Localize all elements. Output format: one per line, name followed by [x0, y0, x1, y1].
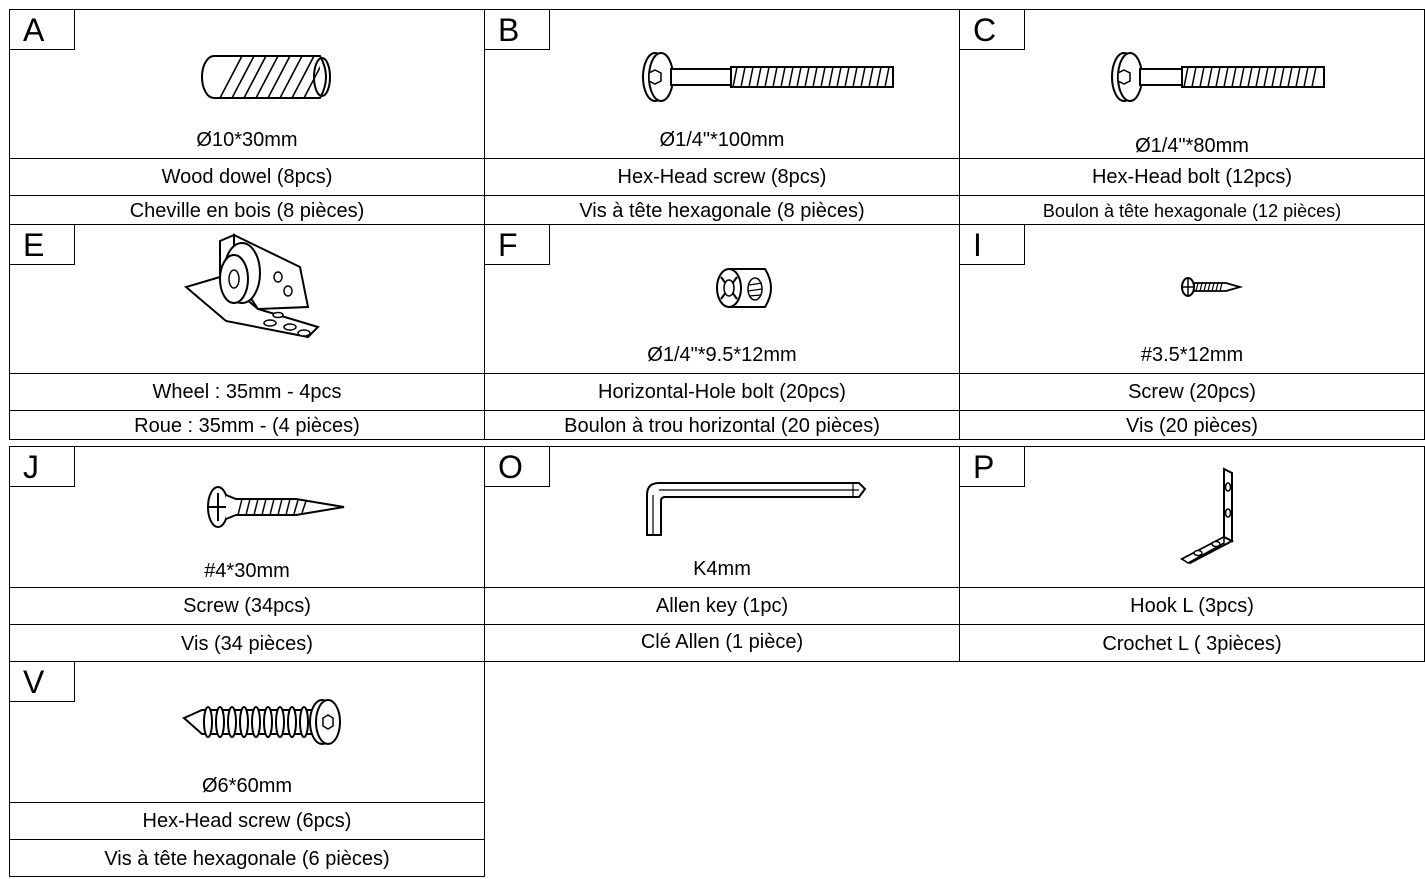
- part-name-fr: Vis à tête hexagonale (6 pièces): [10, 839, 484, 879]
- part-name-en: Hex-Head bolt (12pcs): [960, 158, 1424, 197]
- part-letter: P: [960, 447, 1025, 487]
- part-name-fr: Vis (34 pièces): [10, 624, 484, 664]
- part-v: V Ø6*60mm Hex-Head screw (6pcs) Vis à tê…: [9, 661, 485, 877]
- part-letter: O: [485, 447, 550, 487]
- lag-screw-icon: [130, 670, 430, 766]
- part-a: A Ø10*30mm Wood dowel (8pcs) Cheville en…: [9, 9, 485, 225]
- part-j: J #4*30mm Screw (34pcs) Vis (34 pièces): [9, 446, 485, 662]
- part-name-fr: Boulon à trou horizontal (20 pièces): [485, 410, 959, 442]
- part-letter: C: [960, 10, 1025, 50]
- part-letter: A: [10, 10, 75, 50]
- part-size: #4*30mm: [204, 560, 290, 582]
- part-name-en: Wood dowel (8pcs): [10, 158, 484, 197]
- part-letter: E: [10, 225, 75, 265]
- part-i: I #3.5*12mm Screw (20pcs) Vis (20 pièces…: [959, 224, 1425, 440]
- hex-head-screw-icon: [605, 18, 905, 114]
- allen-key-icon: [605, 455, 905, 551]
- part-name-en: Screw (20pcs): [960, 373, 1424, 412]
- part-name-en: Horizontal-Hole bolt (20pcs): [485, 373, 959, 412]
- part-name-en: Hook L (3pcs): [960, 587, 1424, 626]
- wood-dowel-icon: [130, 18, 430, 114]
- part-name-en: Hex-Head screw (8pcs): [485, 158, 959, 197]
- part-size: Ø1/4"*80mm: [1135, 135, 1249, 157]
- barrel-nut-icon: [605, 233, 905, 329]
- part-c: C Ø1/4"*80mm Hex-Head bolt (12pcs) Boulo…: [959, 9, 1425, 225]
- part-size: Ø6*60mm: [201, 775, 293, 797]
- part-letter: F: [485, 225, 550, 265]
- part-name-en: Screw (34pcs): [10, 587, 484, 626]
- l-hook-icon: [1080, 455, 1380, 565]
- part-letter: J: [10, 447, 75, 487]
- part-f: F Ø1/4"*9.5*12mm Horizontal-Hole bolt (2…: [484, 224, 960, 440]
- part-size: Ø1/4"*100mm: [659, 129, 785, 151]
- part-e: E Wheel : 35mm - 4pcs Roue : 35mm - (4 p…: [9, 224, 485, 440]
- part-name-en: Allen key (1pc): [485, 587, 959, 626]
- part-size: #3.5*12mm: [1140, 344, 1244, 366]
- part-name-en: Wheel : 35mm - 4pcs: [10, 373, 484, 412]
- part-letter: I: [960, 225, 1025, 265]
- part-letter: B: [485, 10, 550, 50]
- part-size: [10, 337, 484, 373]
- part-name-fr: Roue : 35mm - (4 pièces): [10, 410, 484, 442]
- part-name-fr: Vis à tête hexagonale (8 pièces): [485, 195, 959, 227]
- part-size: Ø10*30mm: [196, 129, 298, 151]
- part-b: B Ø1/4"*100mm Hex-Head screw (8pcs) Vis: [484, 9, 960, 225]
- hex-head-bolt-icon: [1080, 18, 1380, 114]
- wheel-bracket-icon: [130, 233, 430, 339]
- part-name-fr: Boulon à tête hexagonale (12 pièces): [960, 195, 1424, 227]
- part-size: Ø1/4"*9.5*12mm: [647, 344, 797, 366]
- wood-screw-icon: [130, 455, 430, 551]
- part-name-fr: Cheville en bois (8 pièces): [10, 195, 484, 227]
- part-name-fr: Vis (20 pièces): [960, 410, 1424, 442]
- part-size: K4mm: [693, 558, 751, 580]
- part-o: O K4mm Allen key (1pc) Clé Allen (1 pièc…: [484, 446, 960, 662]
- small-screw-icon: [1080, 233, 1380, 329]
- part-letter: V: [10, 662, 75, 702]
- part-name-en: Hex-Head screw (6pcs): [10, 802, 484, 841]
- part-p: P Hook L (3pcs) Crochet L ( 3pièces): [959, 446, 1425, 662]
- part-name-fr: Clé Allen (1 pièce): [485, 624, 959, 664]
- part-name-fr: Crochet L ( 3pièces): [960, 624, 1424, 664]
